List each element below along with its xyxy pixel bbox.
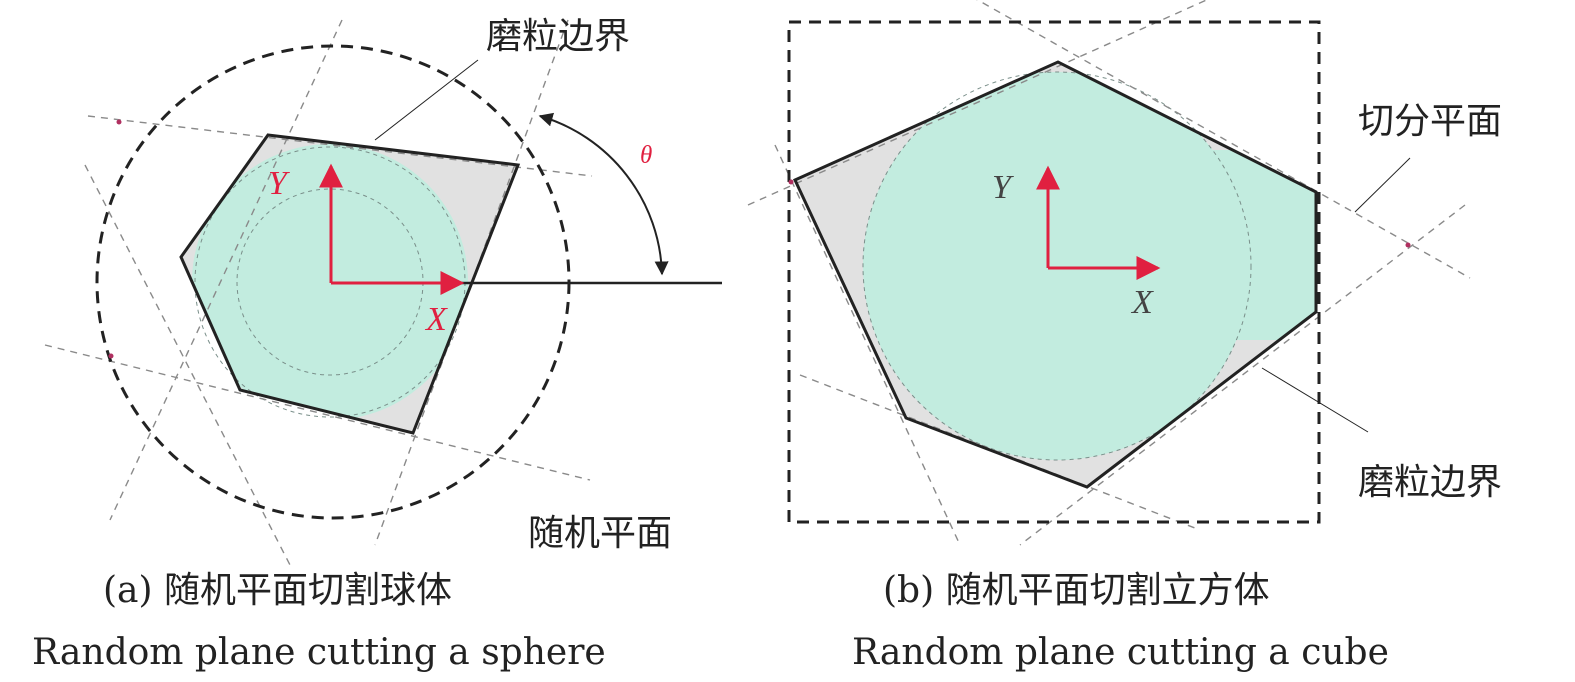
- grain-boundary-a: [179, 133, 521, 435]
- caption-en-a: Random plane cutting a sphere: [32, 632, 606, 673]
- x-axis-label-a: X: [424, 301, 448, 338]
- caption-en-b: Random plane cutting a cube: [852, 632, 1389, 673]
- x-axis-label-b: X: [1130, 284, 1154, 321]
- intersection-mark: [116, 119, 122, 125]
- section-b: [795, 62, 1316, 487]
- label-random-plane: 随机平面: [528, 513, 672, 554]
- intersection-mark: [788, 179, 794, 185]
- cube-outline: [787, 20, 1321, 524]
- intersection-mark: [108, 353, 114, 359]
- callout-leader: [1261, 367, 1369, 433]
- y-axis-label-a: Y: [268, 165, 290, 202]
- label-cutting-plane: 切分平面: [1358, 101, 1502, 142]
- callout-leader: [1354, 157, 1411, 213]
- panel-b: Y X 切分平面 磨粒边界 (b) 随机平面切割立方体 Random plane…: [747, 0, 1502, 673]
- grain-boundary-b: [792, 60, 1318, 489]
- label-grain-boundary-b: 磨粒边界: [1358, 462, 1502, 503]
- caption-cn-b: (b) 随机平面切割立方体: [883, 570, 1270, 611]
- panel-a: θ Y X 磨粒边界 随机平面 (a) 随机平面切割球体 Random plan…: [32, 16, 722, 673]
- angle-arc: [538, 112, 669, 276]
- intersection-mark: [1405, 242, 1411, 248]
- callout-leader: [374, 59, 479, 141]
- y-axis-label-b: Y: [992, 169, 1014, 206]
- angle-label: θ: [640, 142, 652, 169]
- inner-circle-b: [862, 71, 1252, 461]
- caption-cn-a: (a) 随机平面切割球体: [103, 570, 452, 611]
- label-grain-boundary-a: 磨粒边界: [486, 16, 630, 57]
